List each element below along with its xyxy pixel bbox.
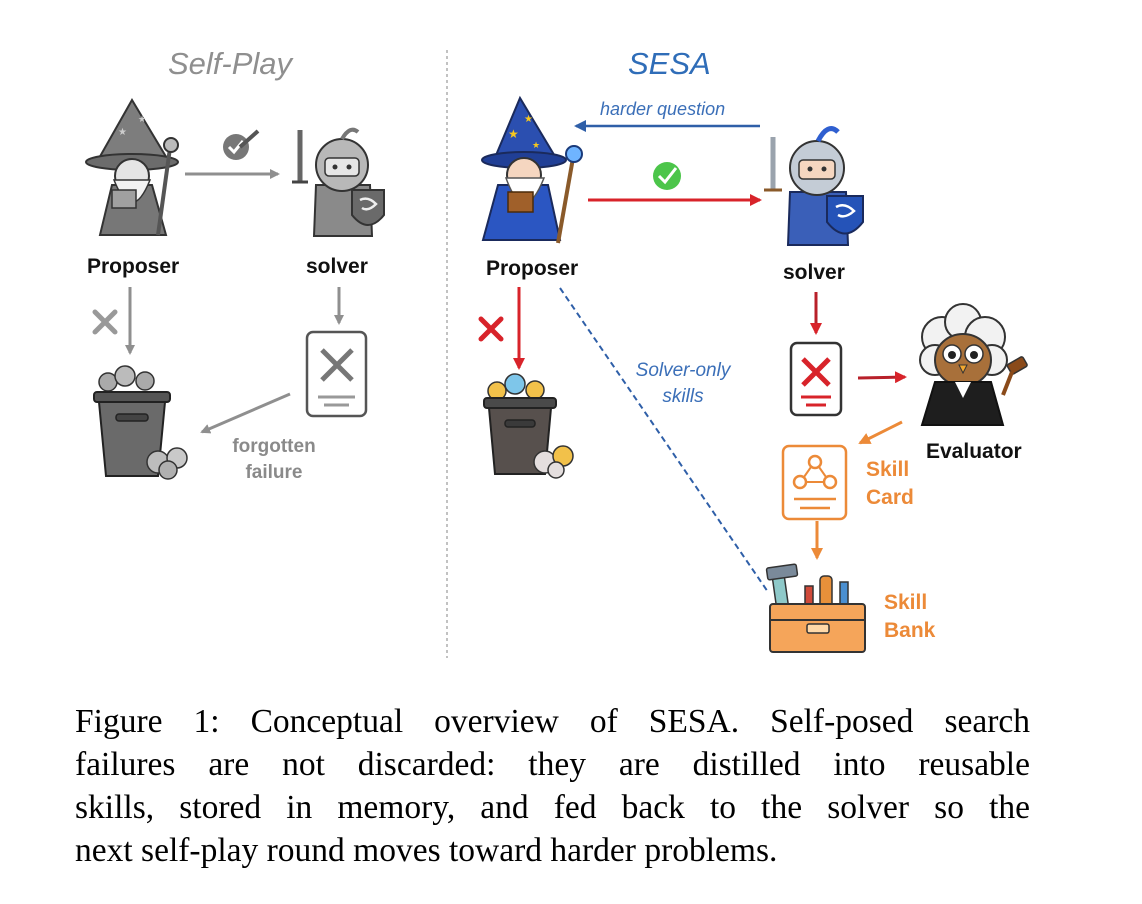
doc-to-evaluator-arrow	[857, 371, 907, 384]
figure-caption: Figure 1: Conceptual overview of SESA. S…	[75, 700, 1030, 872]
right-solver-label: solver	[783, 261, 845, 284]
toolbox-icon	[765, 563, 866, 653]
check-icon	[223, 129, 260, 160]
knight-icon	[764, 126, 864, 246]
trash-bin-icon	[93, 365, 188, 480]
evaluator-to-card-arrow	[858, 420, 903, 445]
check-icon	[653, 162, 681, 190]
harder-question-label: harder question	[600, 99, 726, 119]
caption-line: Figure 1: Conceptual overview of SESA. S…	[75, 703, 1030, 740]
note-line: forgotten	[232, 436, 316, 457]
knight-icon	[292, 127, 385, 237]
label-line: Skill	[866, 458, 910, 481]
left-panel-title: Self-Play	[168, 46, 293, 81]
wizard-icon: ★ ★	[85, 98, 179, 236]
note-line: skills	[662, 386, 704, 407]
label-line: Bank	[884, 619, 936, 642]
evaluator-label: Evaluator	[926, 440, 1022, 463]
forgotten-failure-label: forgotten failure	[215, 434, 333, 486]
svg-text:★: ★	[118, 127, 127, 138]
skill-bank-label: Skill Bank	[884, 589, 935, 645]
label-line: Skill	[884, 591, 928, 614]
svg-text:★: ★	[532, 140, 540, 150]
left-proposer-label: Proposer	[87, 255, 180, 278]
owl-judge-icon	[919, 303, 1028, 426]
failed-document-icon	[789, 341, 843, 417]
concept-figure: ★ ★	[85, 46, 1028, 658]
trash-bin-icon	[483, 373, 574, 479]
figure-graphics: ★ ★	[85, 50, 1028, 658]
label-line: Card	[866, 486, 914, 509]
svg-text:★: ★	[508, 127, 519, 141]
right-panel-title: SESA	[628, 46, 711, 81]
svg-text:★: ★	[138, 114, 146, 124]
solver-only-skills-link	[559, 287, 769, 593]
doc-to-trash-arrow	[200, 392, 291, 434]
caption-line: next self-play round moves toward harder…	[75, 832, 778, 869]
reject-icon	[478, 316, 504, 342]
right-proposer-label: Proposer	[486, 257, 579, 280]
wizard-icon: ★ ★ ★	[481, 95, 583, 244]
skill-card-icon	[781, 444, 848, 521]
svg-text:★: ★	[524, 114, 533, 125]
reject-icon	[92, 309, 118, 335]
solver-only-skills-label: Solver-only skills	[618, 358, 748, 410]
left-solver-label: solver	[306, 255, 368, 278]
failed-document-icon	[305, 330, 368, 418]
note-line: Solver-only	[635, 360, 731, 381]
skill-card-label: Skill Card	[866, 456, 914, 512]
caption-line: skills, stored in memory, and fed back t…	[75, 789, 1030, 826]
note-line: failure	[245, 462, 303, 483]
caption-line: failures are not discarded: they are dis…	[75, 746, 1030, 783]
